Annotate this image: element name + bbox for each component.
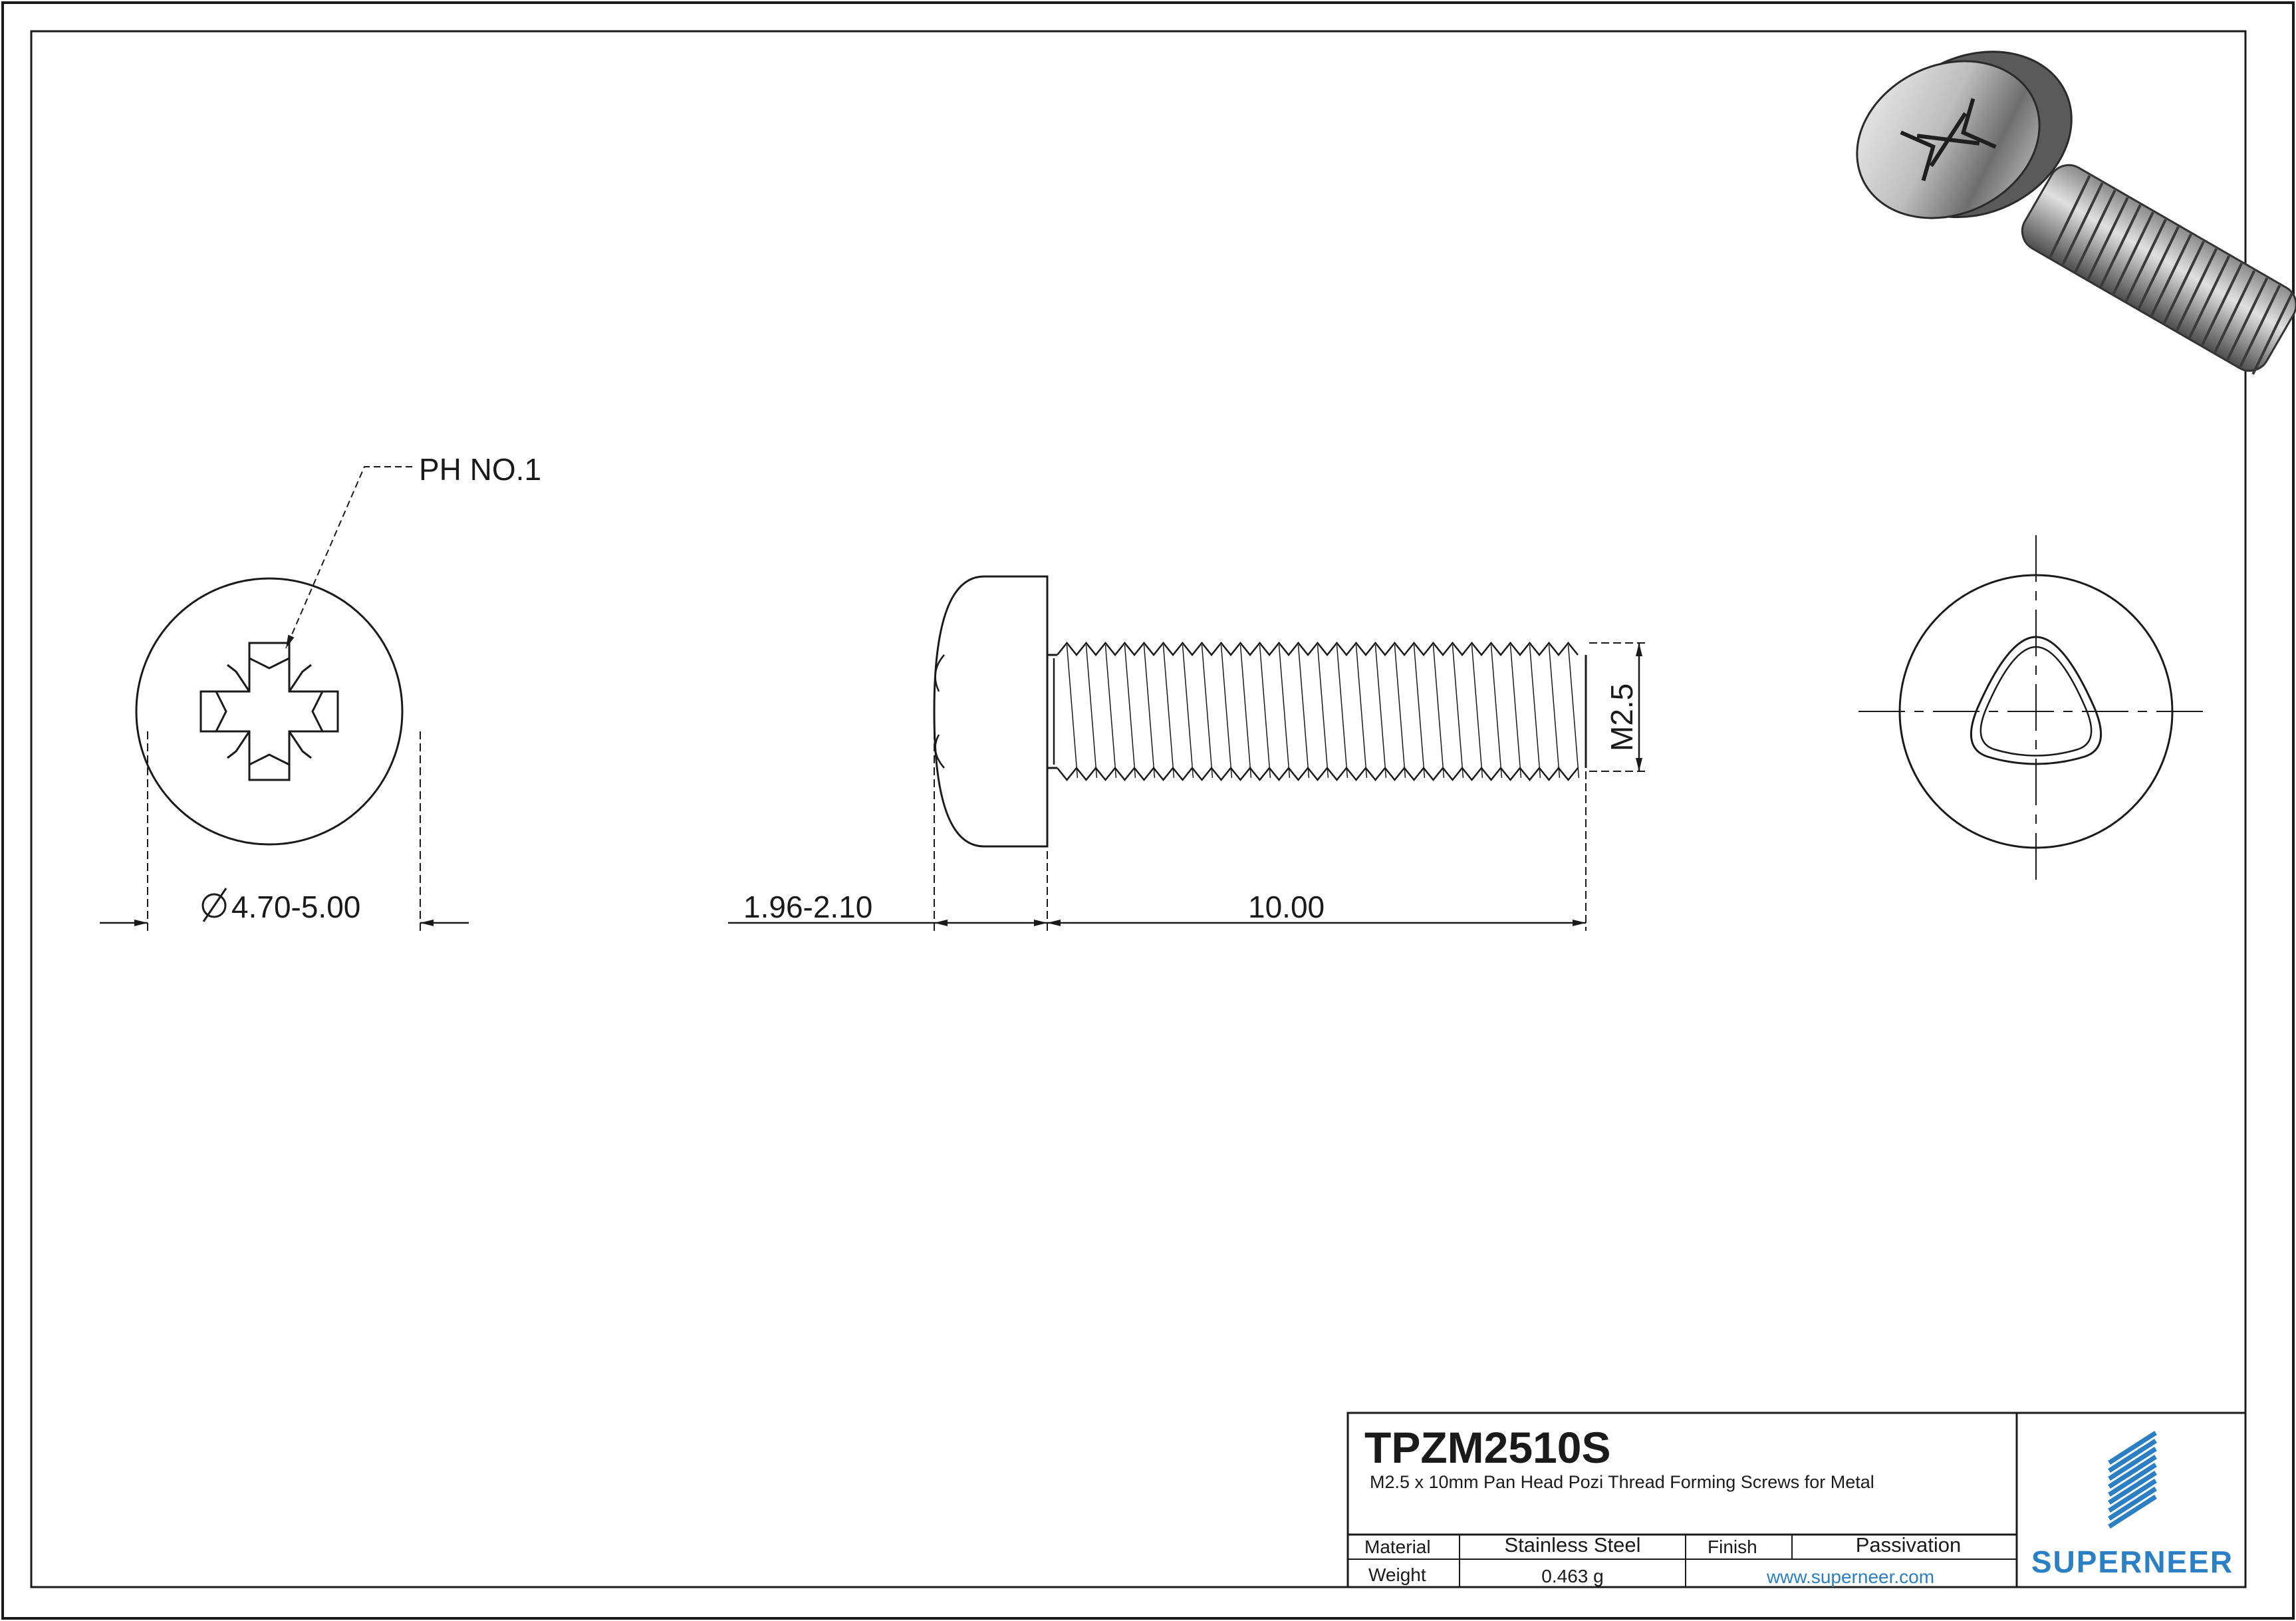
finish-label: Finish	[1708, 1537, 1757, 1557]
screw-side-view	[933, 575, 1587, 848]
screw-3d-render-icon	[1856, 51, 2296, 375]
diameter-dimension: 4.70-5.00	[100, 731, 469, 931]
trilobular-outer	[1970, 636, 2103, 765]
website-link[interactable]: www.superneer.com	[1766, 1566, 1934, 1587]
head-height-value: 1.96-2.10	[743, 890, 872, 924]
part-number: TPZM2510S	[1364, 1423, 1610, 1472]
superneer-stripes-logo-icon	[2108, 1431, 2157, 1529]
diameter-value: 4.70-5.00	[231, 890, 360, 924]
recess-callout: PH NO.1	[285, 452, 541, 649]
title-block: TPZM2510S M2.5 x 10mm Pan Head Pozi Thre…	[1346, 1412, 2247, 1588]
inner-border	[30, 30, 2247, 1588]
weight-label: Weight	[1368, 1564, 1426, 1585]
head-top-view	[135, 577, 404, 846]
thread-profile	[1057, 642, 1580, 781]
brand-name: SUPERNEER	[2031, 1545, 2233, 1579]
thread-dimension: M2.5	[1589, 642, 1649, 772]
weight-value: 0.463 g	[1541, 1566, 1603, 1586]
pozi-recess	[199, 642, 339, 781]
material-value: Stainless Steel	[1504, 1533, 1640, 1557]
finish-value: Passivation	[1856, 1533, 1962, 1557]
material-label: Material	[1364, 1537, 1431, 1557]
trilobular-inner	[1979, 646, 2093, 757]
screw-end-view	[1858, 535, 2211, 888]
callout-label: PH NO.1	[419, 452, 541, 487]
length-dimensions: 1.96-2.10 10.00	[728, 731, 1587, 931]
length-value: 10.00	[1248, 890, 1325, 924]
thread-size-value: M2.5	[1604, 684, 1639, 751]
part-description: M2.5 x 10mm Pan Head Pozi Thread Forming…	[1370, 1472, 1874, 1492]
diameter-symbol-icon	[201, 888, 227, 922]
